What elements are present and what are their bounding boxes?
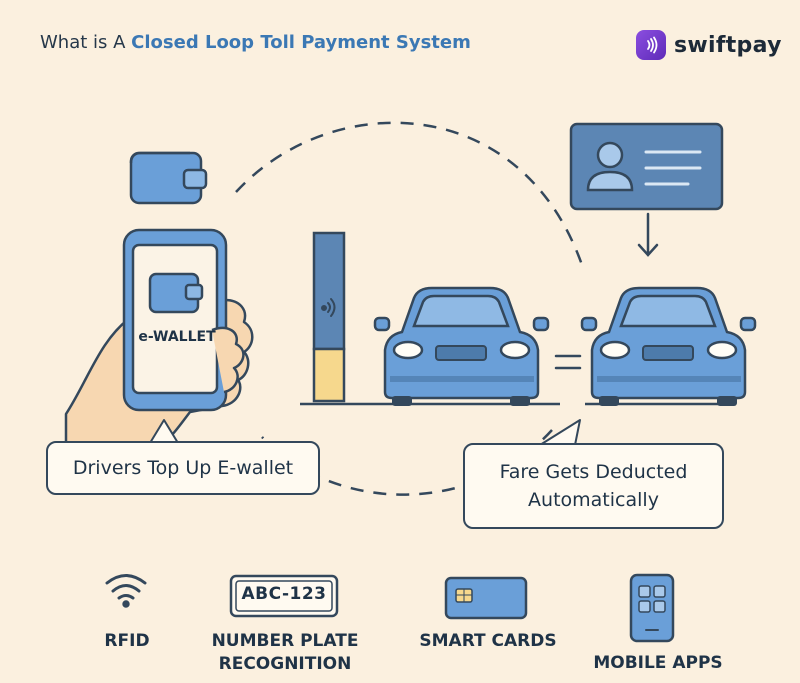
title-prefix: What is A — [40, 32, 132, 53]
tech-label-number-plate: NUMBER PLATE RECOGNITION — [211, 631, 359, 674]
tech-label-mobile-apps: MOBILE APPS — [593, 653, 723, 673]
bubble-tail-right — [539, 419, 581, 446]
id-card-icon — [569, 122, 724, 211]
rfid-wave-icon — [105, 574, 147, 608]
car-illustration — [580, 286, 757, 406]
ewallet-label: e-WALLET — [138, 329, 216, 345]
nfc-wave-icon — [636, 30, 666, 60]
license-plate-icon — [229, 574, 339, 618]
phone-wallet-icon — [148, 272, 204, 314]
title-highlight: Closed Loop Toll Payment System — [131, 32, 471, 53]
arrow-down-icon — [637, 212, 659, 257]
mobile-app-icon — [629, 573, 675, 643]
car-illustration — [373, 286, 550, 406]
tech-label-rfid: RFID — [104, 631, 150, 651]
toll-post-rfid-reader — [312, 231, 346, 403]
wallet-icon — [129, 151, 208, 205]
hand-with-phone-illustration — [64, 228, 254, 449]
brand-logo: swiftpay — [636, 30, 782, 60]
rfid-signal-icon — [321, 298, 336, 317]
motion-lines — [554, 354, 582, 370]
brand-name: swiftpay — [674, 32, 782, 58]
license-plate-text: ABC-123 — [241, 584, 327, 604]
step-bubble-top-up: Drivers Top Up E-wallet — [46, 441, 320, 495]
step-label: Fare Gets Deducted Automatically — [499, 460, 688, 512]
step-label: Drivers Top Up E-wallet — [72, 456, 294, 479]
smart-card-icon — [444, 576, 528, 620]
tech-label-smart-cards: SMART CARDS — [419, 631, 557, 651]
page-title: What is A Closed Loop Toll Payment Syste… — [40, 32, 471, 53]
step-bubble-fare-deducted: Fare Gets Deducted Automatically — [463, 443, 724, 529]
